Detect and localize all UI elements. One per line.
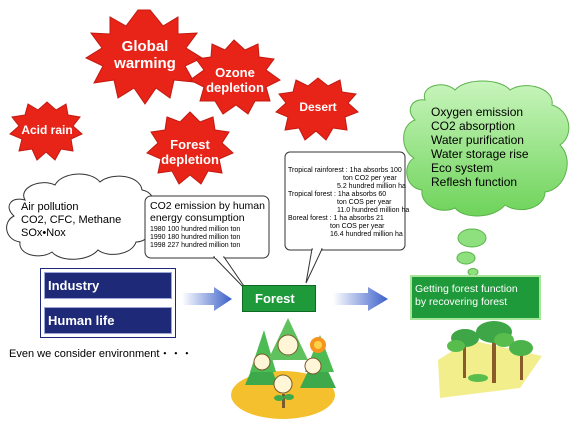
- function-water-purification: Water purification: [431, 133, 524, 147]
- forest-line-3: 5.2 hundred million ha: [337, 183, 406, 190]
- forest-line-6: 11.0 hundred million ha: [337, 207, 410, 214]
- forest-box: [242, 285, 316, 312]
- forest-label: Forest: [255, 291, 295, 306]
- footer-text: Even we consider environment・・・: [9, 348, 193, 360]
- acid-rain-burst: [9, 101, 83, 161]
- desert-burst: [275, 77, 359, 141]
- recovery-label: Getting forest function by recovering fo…: [415, 283, 518, 308]
- forest-illustration: [231, 318, 336, 419]
- human-life-box: [44, 307, 172, 334]
- forest-line-2: ton CO2 per year: [343, 175, 397, 182]
- forest-line-5: ton COS per year: [337, 199, 392, 206]
- forest-line-4: Tropical forest : 1ha absorbs 60: [288, 191, 387, 198]
- function-refresh: Reflesh function: [431, 175, 518, 189]
- arrow-to-recovery: [333, 287, 388, 311]
- function-water-storage: Water storage rise: [431, 147, 529, 161]
- recovered-forest-illustration: [438, 321, 542, 398]
- function-co2: CO2 absorption: [431, 119, 516, 133]
- industry-label: Industry: [48, 278, 100, 293]
- forest-depletion-burst: [146, 111, 234, 185]
- function-oxygen: Oxygen emission: [431, 105, 524, 119]
- human-life-label: Human life: [48, 313, 115, 328]
- co2-row-1980: 1980 100 hundred million ton: [150, 226, 241, 233]
- pollution-cloud: [6, 173, 155, 260]
- forest-line-8: ton COS per year: [330, 223, 385, 230]
- industry-box: [44, 272, 172, 299]
- ozone-depletion-burst: [189, 39, 281, 115]
- arrow-to-forest: [182, 287, 232, 311]
- forest-line-7: Boreal forest : 1 ha absorbs 21: [288, 215, 384, 222]
- ozone-depletion-label: Ozone depletion: [206, 65, 264, 95]
- co2-row-1990: 1990 180 hundred million ton: [150, 234, 241, 241]
- co2-title-1: CO2 emission by human: [150, 200, 265, 212]
- thought-bubble-2: [456, 251, 476, 265]
- co2-title-2: energy consumption: [150, 212, 245, 224]
- pollution-text-1: Air pollution: [21, 201, 79, 213]
- functions-cloud: [403, 80, 570, 217]
- pollution-text-2: CO2, CFC, Methane: [21, 214, 122, 226]
- acid-rain-label: Acid rain: [21, 123, 73, 137]
- forest-depletion-label: Forest depletion: [161, 137, 219, 167]
- recovery-box: [410, 275, 541, 320]
- industry-human-box: Industry Human life: [40, 268, 176, 338]
- global-warming-burst: [84, 9, 204, 105]
- desert-label: Desert: [299, 100, 337, 114]
- forest-line-9: 16.4 hundred million ha: [330, 231, 403, 238]
- pollution-text-3: SOx•Nox: [21, 227, 66, 239]
- forest-line-1: Tropical rainforest : 1ha absorbs 100: [288, 167, 402, 174]
- function-eco-system: Eco system: [431, 161, 494, 175]
- thought-bubble-1: [457, 228, 487, 248]
- global-warming-label: Global warming: [114, 38, 176, 73]
- co2-row-1998: 1998 227 hundred million ton: [150, 242, 241, 249]
